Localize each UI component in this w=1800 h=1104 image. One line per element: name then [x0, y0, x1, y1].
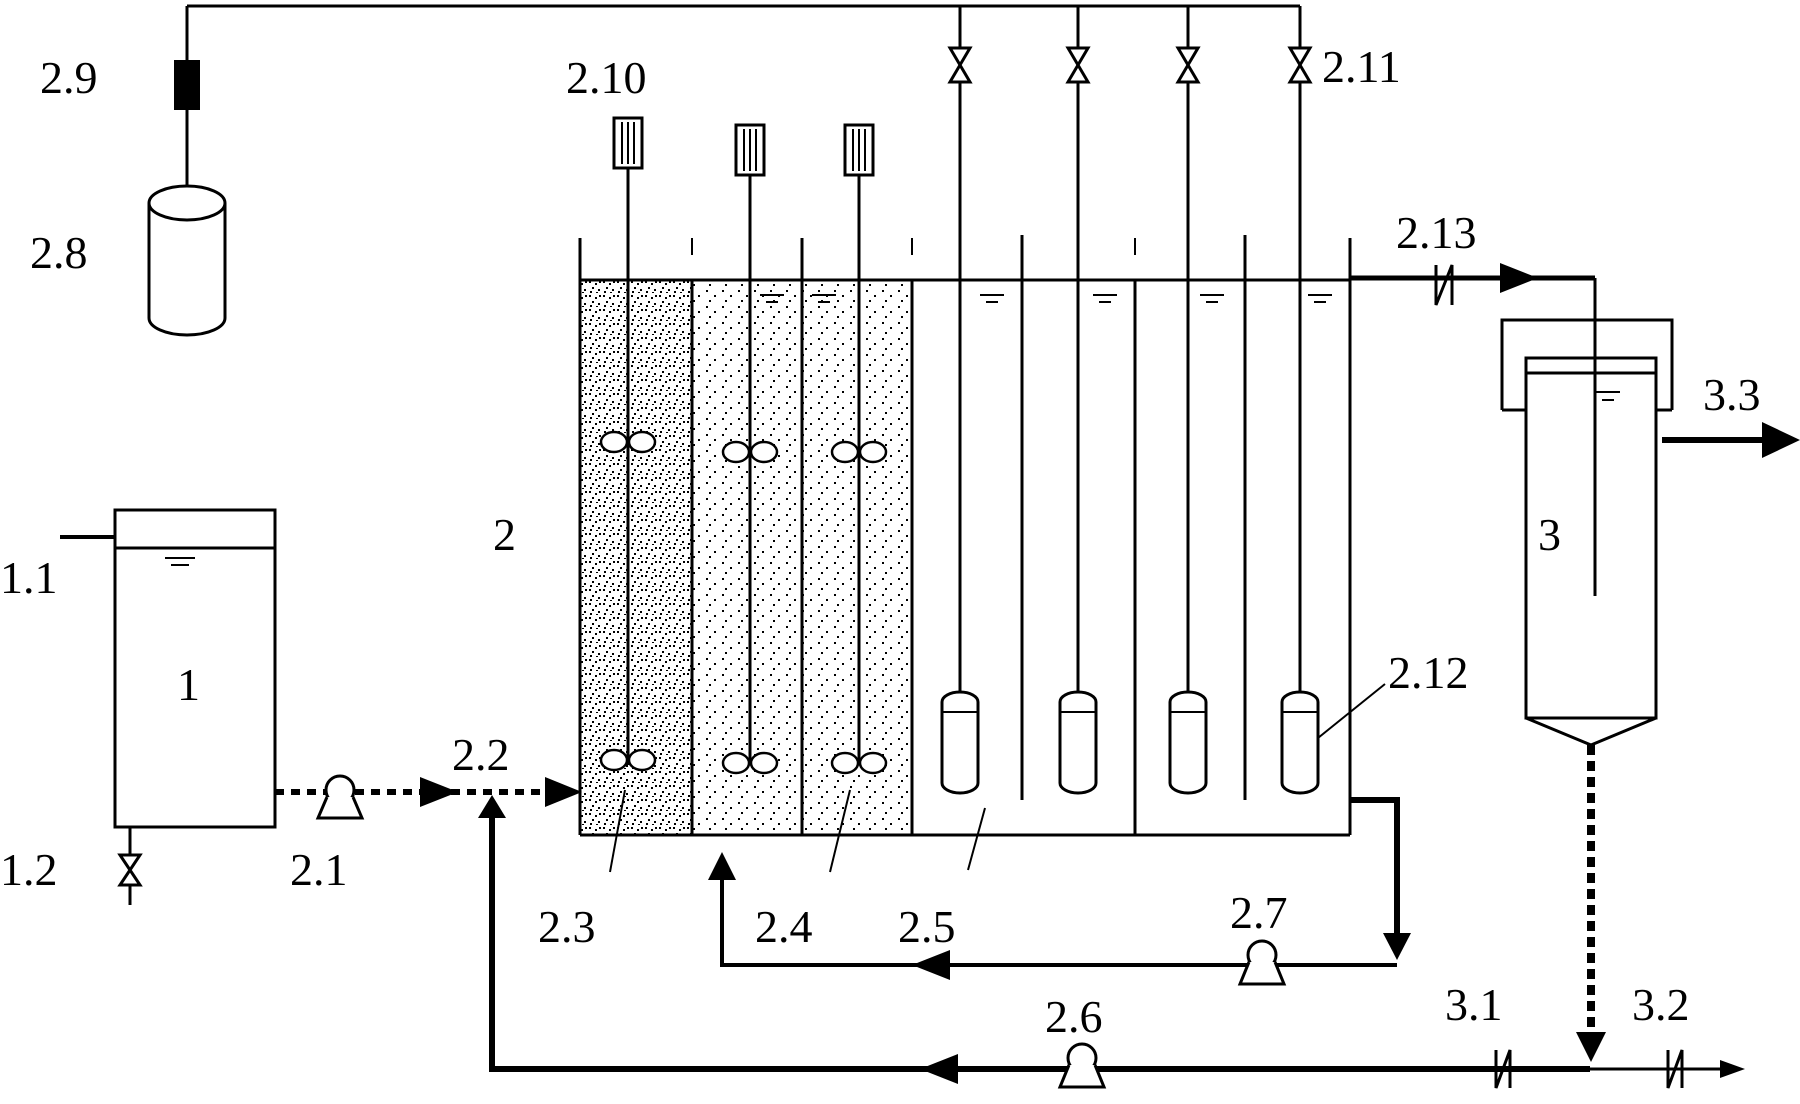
arrow-right-icon	[545, 777, 582, 807]
valve-icon	[1666, 1049, 1684, 1089]
mixer-icon	[721, 123, 779, 775]
label-2-11: 2.11	[1322, 41, 1401, 92]
label-3-2: 3.2	[1632, 979, 1690, 1030]
arrow-left-icon	[920, 1054, 958, 1084]
arrow-down-icon	[1383, 933, 1411, 960]
mixer-icon	[599, 116, 657, 772]
label-2-7: 2.7	[1230, 887, 1288, 938]
diffuser-icon	[1058, 690, 1098, 795]
leader-lines	[609, 683, 1386, 873]
label-2-10: 2.10	[566, 52, 647, 103]
valve-icon	[1434, 264, 1454, 306]
water-level-icon	[760, 294, 1332, 303]
diffuser-icon	[940, 690, 980, 795]
sludge-return-pipe	[489, 812, 1590, 1072]
label-1: 1	[177, 659, 200, 710]
pump-icon	[1237, 939, 1287, 986]
label-3: 3	[1538, 509, 1561, 560]
arrow-up-icon	[478, 795, 506, 818]
diffuser-icon	[1168, 690, 1208, 795]
label-2-12: 2.12	[1388, 647, 1469, 698]
aeration-lines	[958, 6, 1302, 695]
arrow-right-icon	[1762, 422, 1800, 458]
label-2-13: 2.13	[1396, 207, 1477, 258]
water-level-icon	[165, 557, 195, 566]
label-3-3: 3.3	[1703, 369, 1761, 420]
label-2-5: 2.5	[898, 901, 956, 952]
diffuser-icon	[1280, 690, 1320, 795]
valve-icon	[1175, 46, 1201, 84]
valve-icon	[1065, 46, 1091, 84]
label-2-1: 2.1	[290, 844, 348, 895]
valve-icon	[117, 853, 143, 887]
arrow-left-icon	[912, 950, 950, 980]
internal-recycle-pipe	[720, 875, 1397, 967]
pump-icon	[315, 774, 365, 820]
valve-icon	[1494, 1049, 1512, 1089]
label-1-1: 1.1	[0, 552, 58, 603]
label-3-1: 3.1	[1445, 979, 1503, 1030]
settler-tank	[1500, 318, 1674, 747]
arrow-right-icon	[1500, 263, 1538, 293]
arrow-right-icon	[420, 777, 458, 807]
mixer-icon	[830, 123, 888, 775]
label-2-8: 2.8	[30, 227, 88, 278]
label-2-3: 2.3	[538, 901, 596, 952]
label-2-2: 2.2	[452, 729, 510, 780]
air-filter-icon	[174, 60, 200, 110]
arrow-down-icon	[1576, 1032, 1606, 1062]
label-2-4: 2.4	[755, 901, 813, 952]
label-2-9: 2.9	[40, 52, 98, 103]
dosing-bottle	[147, 184, 227, 337]
label-2-6: 2.6	[1045, 991, 1103, 1042]
internal-recycle-pipe	[1350, 797, 1400, 935]
valve-icon	[947, 46, 973, 84]
reactor-tank	[578, 235, 1352, 837]
label-2: 2	[493, 509, 516, 560]
arrow-up-icon	[708, 852, 736, 880]
pump-icon	[1057, 1042, 1107, 1089]
valve-icon	[1287, 46, 1313, 84]
arrow-right-icon	[1720, 1060, 1745, 1078]
label-1-2: 1.2	[0, 844, 58, 895]
influent-tank	[113, 508, 277, 829]
